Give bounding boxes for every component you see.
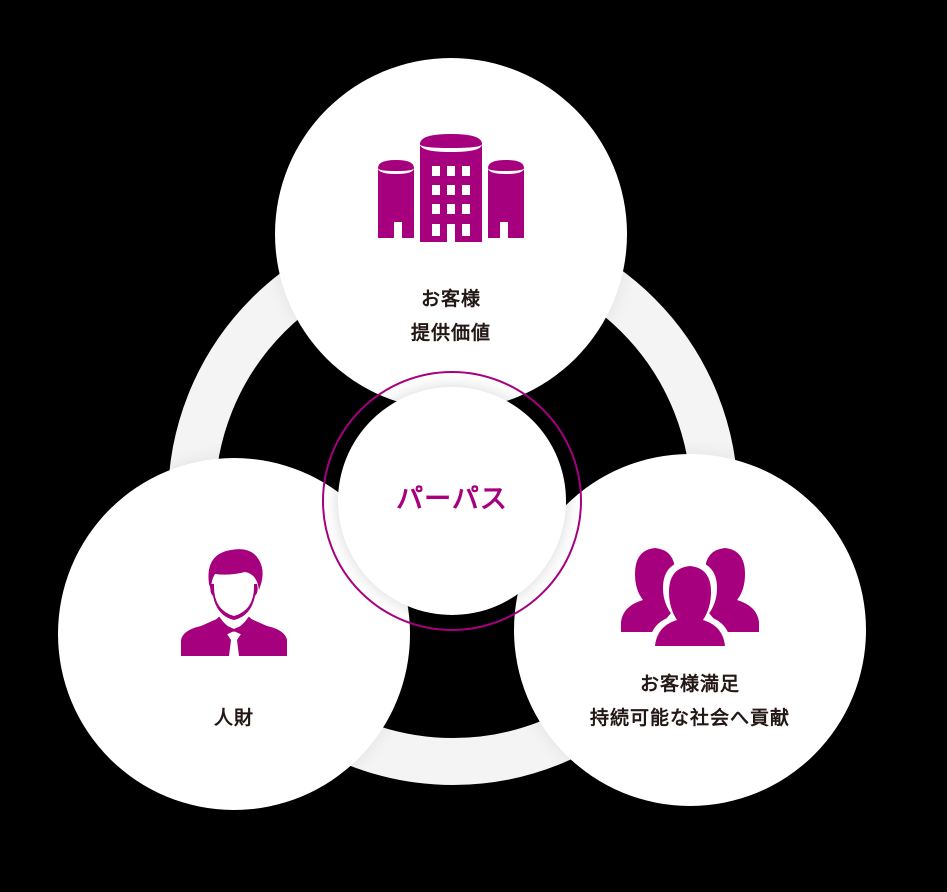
node-human-capital: 人財 xyxy=(58,458,410,810)
node-label: 人財 xyxy=(58,701,410,735)
node-label-line: 提供価値 xyxy=(410,322,491,344)
node-label-line: 人財 xyxy=(213,707,254,729)
center-outline-ring xyxy=(322,371,582,631)
node-label-line: 持続可能な社会へ貢献 xyxy=(589,707,790,729)
node-label-line: お客様 xyxy=(420,288,481,310)
node-label: お客様 提供価値 xyxy=(275,282,627,350)
node-customer-value: お客様 提供価値 xyxy=(275,58,627,410)
office-buildings-icon xyxy=(378,134,524,242)
node-label-line: お客様満足 xyxy=(639,673,740,695)
node-label: お客様満足 持続可能な社会へ貢献 xyxy=(514,667,866,735)
businessman-icon xyxy=(181,549,287,656)
group-people-icon xyxy=(621,548,759,646)
